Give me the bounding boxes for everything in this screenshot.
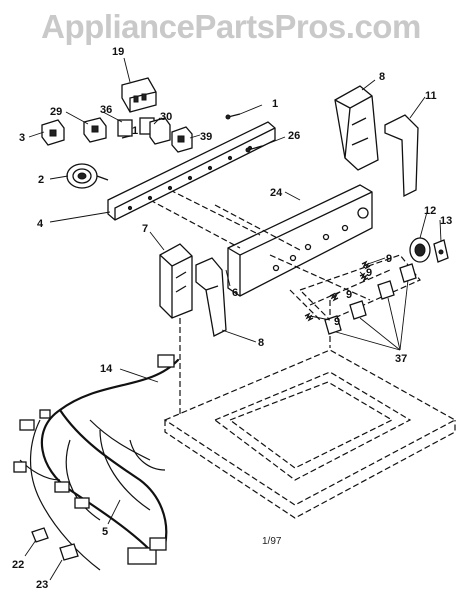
push-buttons-30 [324,263,417,335]
callout-5: 5 [102,526,108,538]
callout-14: 14 [100,363,113,375]
callout-labels: 19 8 1 11 29 36 30 1 3 39 26 2 24 12 13 … [12,46,452,591]
component-36-switch [149,117,171,145]
callout-9a: 9 [386,253,392,265]
callout-13: 13 [440,215,452,227]
callout-36: 30 [160,111,172,123]
springs-9 [304,260,371,322]
callout-19: 19 [112,46,124,58]
callout-9d: 9 [334,316,340,328]
end-cap-right [334,85,379,171]
component-39-switch [171,126,193,153]
end-cap-cover-right [384,114,419,198]
callout-11: 11 [425,90,437,102]
leader-lines [24,57,442,581]
wire-harness [13,354,180,571]
component-29-switch [83,117,107,143]
washer-top-outline [163,300,457,519]
watermark-logo: AppliancePartsPros.com [41,8,421,45]
callout-23: 23 [36,579,48,591]
component-3-switch [41,119,65,146]
callout-6: 6 [232,287,238,299]
callout-39: 39 [200,131,212,143]
alignment-lines [149,189,421,321]
callout-12: 12 [424,205,436,217]
callout-9b: 9 [366,267,372,279]
callout-10: 8 [379,71,385,83]
callout-2: 2 [38,174,44,186]
end-cap-cover-left [195,257,227,337]
callout-37: 36 [100,104,112,116]
console-panel [227,184,373,297]
callout-29: 29 [50,106,62,118]
callout-26: 24 [270,187,283,199]
callout-8: 8 [258,337,264,349]
callout-7: 7 [142,223,148,235]
component-1-screws [121,113,263,153]
callout-9c: 9 [346,289,352,301]
end-cap-left [159,243,193,319]
callout-3: 3 [19,132,25,144]
callout-4: 4 [37,218,44,230]
component-2-timer [66,163,109,189]
callout-1: 1 [272,98,278,110]
callout-24: 26 [288,130,300,142]
component-19-switch [121,77,157,113]
callout-22: 22 [12,559,24,571]
callout-30: 37 [395,353,407,365]
callout-1b: 1 [132,125,138,137]
footer-date: 1/97 [262,536,282,547]
knob-skirt-12 [409,237,431,263]
knob-13 [433,239,449,263]
